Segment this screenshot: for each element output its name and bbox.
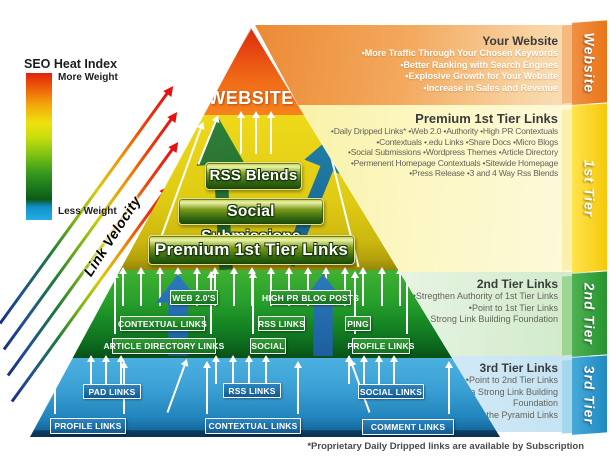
ribbon-website: Website xyxy=(562,20,607,105)
panel-line: •Press Release •3 and 4 Way Rss Blends xyxy=(409,168,558,178)
tier2-box-profile-links: PROFILE LINKS xyxy=(347,338,414,354)
ribbon-fold xyxy=(562,275,572,356)
up-arrow xyxy=(86,355,95,384)
up-arrow xyxy=(251,111,260,154)
ribbon-fold xyxy=(562,24,572,104)
panel-title: 3rd Tier Links xyxy=(479,361,558,375)
panel-bullet: •Build a Strong Link Building Foundation xyxy=(397,314,558,324)
up-arrow xyxy=(116,355,125,384)
panel-bullet: •Increase in Sales and Revenue xyxy=(423,82,558,93)
up-arrow xyxy=(118,267,127,306)
panel-bullet: •Index the Pyramid Links xyxy=(458,409,558,420)
up-arrow xyxy=(248,271,257,334)
tier2-box-article-directory-links: ARTICLE DIRECTORY LINKS xyxy=(103,338,224,354)
tier2-box-web20: WEB 2.0'S xyxy=(170,290,218,305)
ribbon-main: 1st Tier xyxy=(572,103,607,273)
ribbon-2nd-tier: 2nd Tier xyxy=(562,271,607,357)
up-arrow xyxy=(395,267,404,306)
tier3-box-comment-links: COMMENT LINKS xyxy=(362,419,454,435)
tier1-bar-rss-blends: RSS Blends xyxy=(205,162,302,190)
panel-line: •Contextuals •.edu Links •Share Docs •Mi… xyxy=(376,136,558,147)
up-arrow xyxy=(244,355,253,384)
panel-line: •Permenent Homepage Contextuals •Sitewid… xyxy=(350,157,558,168)
panel-your-website-bg xyxy=(255,25,590,105)
up-arrow xyxy=(110,271,119,334)
ribbon-label: 3rd Tier xyxy=(581,365,598,426)
tier2-box-high-pr-blog-posts: HIGH PR BLOG POSTS xyxy=(262,290,359,305)
tier2-box-contextual-links: CONTEXTUAL LINKS xyxy=(118,316,207,331)
up-arrow xyxy=(136,267,145,306)
ribbon-fold xyxy=(562,359,572,435)
legend-more-weight: More Weight xyxy=(58,72,118,83)
ribbon-3rd-tier: 3rd Tier xyxy=(562,355,607,435)
panel-tier3: 3rd Tier Links •Point to 2nd Tier Links … xyxy=(408,361,558,421)
up-arrow xyxy=(206,271,215,334)
ribbon-fold xyxy=(562,109,572,271)
legend-less-weight: Less Weight xyxy=(58,206,117,217)
panel-bullet: •Stregthen Authority of 1st Tier Links xyxy=(412,291,558,301)
ribbon-1st-tier: 1st Tier xyxy=(562,103,607,273)
panel-your-website: Your Website •More Traffic Through Your … xyxy=(362,34,558,94)
tier3-box-contextual-links: CONTEXTUAL LINKS xyxy=(205,418,301,434)
panel-bullet: •Build a Strong Link Building Foundation xyxy=(444,386,558,409)
up-arrow xyxy=(202,361,211,414)
tier1-bar-social-submissions: Social Submissions xyxy=(178,198,324,245)
ribbon-main: Website xyxy=(572,20,607,105)
ribbon-main: 2nd Tier xyxy=(572,271,607,357)
up-arrow xyxy=(266,111,275,154)
ribbon-label: 2nd Tier xyxy=(581,282,598,346)
tier2-box-social: SOCIAL xyxy=(250,338,286,354)
tier3-box-pad-links: PAD LINKS xyxy=(83,384,141,399)
up-arrow xyxy=(374,355,383,384)
panel-title: Your Website xyxy=(482,34,558,48)
up-arrow xyxy=(377,267,386,306)
up-arrow xyxy=(211,355,220,384)
website-label: WEBSITE xyxy=(208,88,294,108)
up-arrow xyxy=(293,361,302,414)
panel-bullet: •More Traffic Through Your Chosen Keywor… xyxy=(361,48,558,58)
legend-title: SEO Heat Index xyxy=(24,57,118,71)
ribbon-label: 1st Tier xyxy=(581,158,598,218)
up-arrow xyxy=(350,271,359,334)
tier3-box-profile-links: PROFILE LINKS xyxy=(50,418,126,434)
up-arrow xyxy=(261,355,270,384)
up-arrow xyxy=(229,267,238,306)
panel-title: Premium 1st Tier Links xyxy=(415,111,558,126)
up-arrow xyxy=(444,361,453,414)
tier3-box-rss-links: RSS LINKS xyxy=(223,383,281,398)
tier2-box-rss-links: RSS LINKS xyxy=(258,316,305,331)
panel-line: •Social Submissions •Wordpress Themes •A… xyxy=(348,147,558,157)
panel-tier1: Premium 1st Tier Links •Daily Dripped Li… xyxy=(331,112,558,179)
tier3-box-social-links: SOCIAL LINKS xyxy=(358,384,424,399)
panel-title: 2nd Tier Links xyxy=(476,277,558,291)
panel-bullet: •Point to 1st Tier Links xyxy=(468,302,558,313)
up-arrow xyxy=(155,267,164,306)
ribbon-label: Website xyxy=(581,31,598,94)
up-arrow xyxy=(358,267,367,306)
panel-bullet: •Better Ranking with Search Engines xyxy=(400,59,558,70)
ribbon-main: 3rd Tier xyxy=(572,355,607,435)
up-arrow xyxy=(402,271,411,334)
up-arrow xyxy=(389,355,398,384)
up-arrow xyxy=(50,361,59,414)
tier2-box-ping: PING xyxy=(345,316,371,331)
tier1-bar-premium-links: Premium 1st Tier Links xyxy=(148,235,355,265)
panel-tier2: 2nd Tier Links •Stregthen Authority of 1… xyxy=(397,277,558,326)
panel-bullet: •Explosive Growth for Your Website xyxy=(405,71,558,81)
panel-line: •Daily Dripped Links* •Web 2.0 •Authorit… xyxy=(330,126,558,136)
heat-gradient-bar xyxy=(26,73,52,220)
up-arrow xyxy=(101,355,110,384)
footnote: *Proprietary Daily Dripped links are ava… xyxy=(307,441,584,452)
up-arrow xyxy=(228,355,237,384)
up-arrow xyxy=(359,355,368,384)
panel-bullet: •Point to 2nd Tier Links xyxy=(465,375,558,385)
up-arrow xyxy=(236,111,245,154)
